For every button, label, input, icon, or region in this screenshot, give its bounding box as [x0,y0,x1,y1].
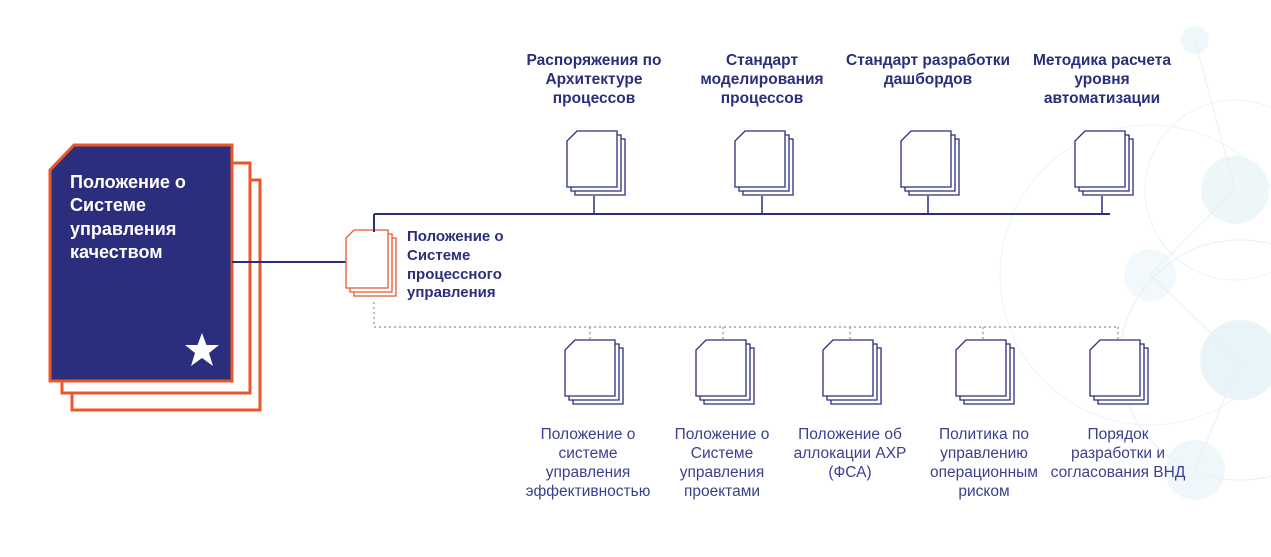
top-doc-label-4: Методика расчета уровня автоматизации [1033,52,1171,107]
bottom-doc-icon-3 [822,339,882,405]
bottom-doc-label-3: Положение об аллокации АХР (ФСА) [793,426,907,481]
top-doc-label-3: Стандарт разработки дашбордов [846,52,1010,88]
top-doc-icon-1 [566,130,626,196]
main-document-title: Положение о Системе управления качеством [70,172,186,263]
top-doc-label-2: Стандарт моделирования процессов [700,52,824,107]
bottom-doc-label-4: Политика по управлению операционным риск… [930,426,1038,500]
main-document [48,143,262,412]
central-document-title: Положение о Системе процессного управлен… [407,228,504,302]
top-doc-label-1: Распоряжения по Архитектуре процессов [526,52,662,107]
central-document-stack [345,229,397,297]
bottom-doc-icon-2 [695,339,755,405]
top-doc-icon-4 [1074,130,1134,196]
star-icon [185,333,219,366]
bottom-doc-label-1: Положение о системе управления эффективн… [525,426,651,500]
bottom-doc-label-5: Порядок разработки и согласования ВНД [1050,426,1186,481]
bottom-doc-label-2: Положение о Системе управления проектами [674,426,770,500]
bottom-doc-icon-4 [955,339,1015,405]
top-doc-icon-2 [734,130,794,196]
bottom-doc-icon-1 [564,339,624,405]
bottom-doc-icon-5 [1089,339,1149,405]
top-doc-icon-3 [900,130,960,196]
decorative-network [999,26,1271,500]
